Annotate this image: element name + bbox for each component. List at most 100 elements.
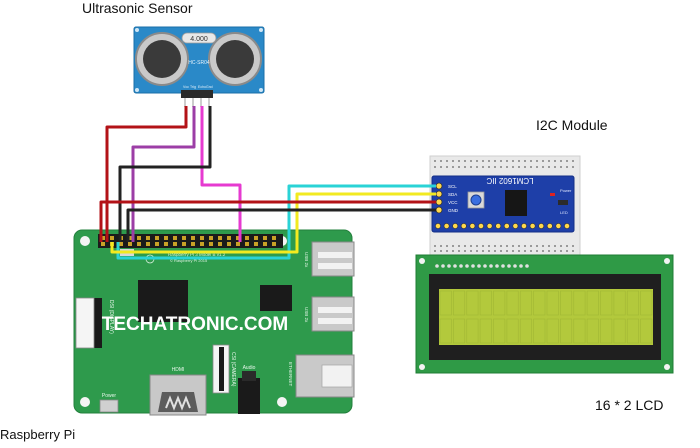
breadboard-hole bbox=[440, 250, 442, 252]
lcd-character-grid bbox=[439, 290, 653, 344]
lcd-char-cell bbox=[519, 290, 532, 316]
usb-port-2 bbox=[311, 296, 355, 332]
lcd-char-cell bbox=[493, 290, 506, 316]
sensor-model-text: HC-SR04 bbox=[188, 60, 210, 66]
power-led bbox=[550, 193, 555, 196]
breadboard-hole bbox=[548, 160, 550, 162]
i2c-bottom-pin bbox=[564, 223, 570, 229]
lcd-pin bbox=[453, 264, 457, 268]
lcd-pin bbox=[471, 264, 475, 268]
i2c-module-label: I2C Module bbox=[536, 117, 608, 133]
breadboard-hole bbox=[452, 250, 454, 252]
lcd-pin-row bbox=[435, 264, 529, 268]
lcd-pin bbox=[435, 264, 439, 268]
breadboard-hole bbox=[572, 166, 574, 168]
breadboard-hole bbox=[434, 250, 436, 252]
breadboard-hole bbox=[452, 245, 454, 247]
lcd-char-cell bbox=[626, 318, 639, 344]
breadboard-hole bbox=[440, 160, 442, 162]
breadboard-hole bbox=[536, 166, 538, 168]
audio-jack bbox=[238, 378, 260, 414]
breadboard-hole bbox=[488, 250, 490, 252]
breadboard-hole bbox=[482, 166, 484, 168]
lcd-char-cell bbox=[573, 318, 586, 344]
breadboard-hole bbox=[488, 160, 490, 162]
i2c-bottom-pin bbox=[555, 223, 562, 229]
ultrasonic-sensor-label: Ultrasonic Sensor bbox=[82, 0, 193, 16]
breadboard-hole bbox=[530, 166, 532, 168]
breadboard-hole bbox=[494, 160, 496, 162]
crystal-oscillator bbox=[181, 32, 217, 44]
breadboard-hole bbox=[560, 250, 562, 252]
breadboard-hole bbox=[524, 250, 526, 252]
breadboard-hole bbox=[506, 160, 508, 162]
wire-sensor-gnd bbox=[118, 106, 212, 242]
lcd-mount-hole bbox=[664, 258, 670, 264]
breadboard-hole bbox=[548, 250, 550, 252]
breadboard-hole bbox=[536, 160, 538, 162]
gpio-pin bbox=[209, 242, 213, 246]
breadboard-hole bbox=[500, 245, 502, 247]
breadboard-hole bbox=[476, 166, 478, 168]
breadboard-hole bbox=[518, 245, 520, 247]
gpio-pin bbox=[110, 236, 114, 240]
sensor-pin-header bbox=[181, 90, 213, 98]
breadboard-hole bbox=[464, 245, 466, 247]
lcd-char-cell bbox=[586, 318, 599, 344]
lcd-pin bbox=[501, 264, 505, 268]
breadboard-hole bbox=[476, 160, 478, 162]
i2c-pin-gnd-label: GND bbox=[448, 208, 459, 213]
lcd-char-cell bbox=[479, 290, 492, 316]
lcd-char-cell bbox=[506, 290, 519, 316]
i2c-bottom-pin bbox=[521, 223, 527, 229]
usb2-label: USB 2x bbox=[304, 307, 309, 323]
hdmi-opening bbox=[158, 392, 198, 412]
breadboard-hole bbox=[554, 166, 556, 168]
breadboard-hole bbox=[566, 166, 568, 168]
lcd-pin bbox=[489, 264, 493, 268]
gpio-pin bbox=[191, 236, 195, 240]
lcd-char-cell bbox=[466, 318, 479, 344]
breadboard-hole bbox=[494, 250, 496, 252]
breadboard-hole bbox=[572, 245, 574, 247]
gpio-pin bbox=[236, 242, 240, 246]
breadboard-hole bbox=[566, 250, 568, 252]
breadboard-hole bbox=[434, 160, 436, 162]
lcd-char-cell bbox=[600, 290, 613, 316]
gpio-pin bbox=[191, 242, 195, 246]
power-label: Power bbox=[560, 188, 572, 193]
i2c-chip bbox=[505, 190, 527, 216]
breadboard-hole bbox=[446, 160, 448, 162]
breadboard-hole bbox=[506, 166, 508, 168]
breadboard-hole bbox=[542, 160, 544, 162]
breadboard-hole bbox=[488, 245, 490, 247]
lcd-pin bbox=[477, 264, 481, 268]
wire-i2c-sda bbox=[110, 192, 436, 254]
i2c-bottom-pin bbox=[486, 223, 493, 229]
pi-copyright-text: © Raspberry Pi 2015 bbox=[170, 258, 208, 263]
lcd-screen bbox=[439, 289, 653, 345]
breadboard-hole bbox=[536, 250, 538, 252]
gpio-pin bbox=[200, 236, 204, 240]
crystal-text: 4.000 bbox=[190, 36, 208, 43]
lcd-char-cell bbox=[453, 318, 466, 344]
i2c-bottom-pin bbox=[503, 223, 510, 229]
breadboard-hole bbox=[500, 166, 502, 168]
breadboard-hole bbox=[512, 166, 514, 168]
breadboard-hole bbox=[524, 160, 526, 162]
i2c-pin-labels: SCL SDA VCC GND bbox=[448, 184, 459, 213]
lcd-char-cell bbox=[560, 290, 573, 316]
audio-label: Audio bbox=[243, 365, 256, 371]
gpio-pin bbox=[137, 236, 141, 240]
lcd-char-cell bbox=[613, 318, 626, 344]
gpio-pin bbox=[101, 236, 105, 240]
i2c-bottom-pin bbox=[443, 223, 450, 229]
gpio-pin bbox=[227, 236, 231, 240]
lcd-mount-hole bbox=[664, 364, 670, 370]
gpio-pin bbox=[182, 236, 186, 240]
gpio-pin bbox=[254, 236, 258, 240]
receiver-mesh bbox=[216, 40, 254, 78]
lcd-pin bbox=[495, 264, 499, 268]
